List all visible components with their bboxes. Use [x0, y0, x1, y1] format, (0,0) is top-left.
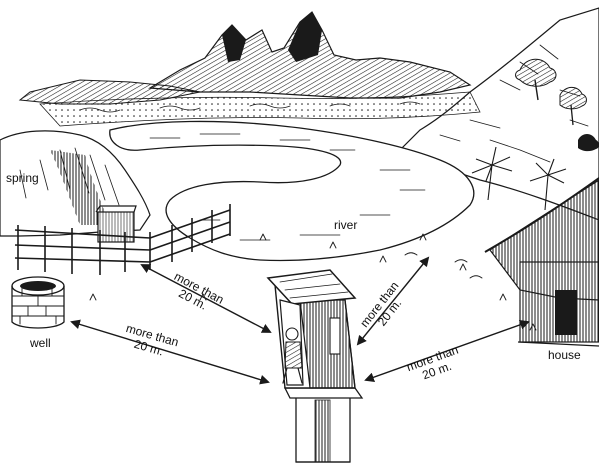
arrow-to-well: [70, 319, 270, 385]
label-house: house: [548, 348, 581, 362]
fence: [14, 204, 231, 275]
label-river: river: [334, 218, 358, 232]
river: [109, 120, 475, 262]
mountains: [18, 11, 472, 105]
valley: [39, 91, 481, 127]
label-well: well: [30, 336, 51, 350]
spring-hillside: [0, 130, 151, 243]
well: [11, 276, 65, 329]
palm-trees: [471, 146, 567, 211]
house-hut: [484, 177, 599, 347]
arrow-to-house: [364, 320, 530, 382]
right-hills: [398, 7, 599, 221]
label-spring: spring: [6, 171, 39, 185]
latrine: [266, 269, 364, 463]
distance-arrows: [70, 256, 530, 385]
